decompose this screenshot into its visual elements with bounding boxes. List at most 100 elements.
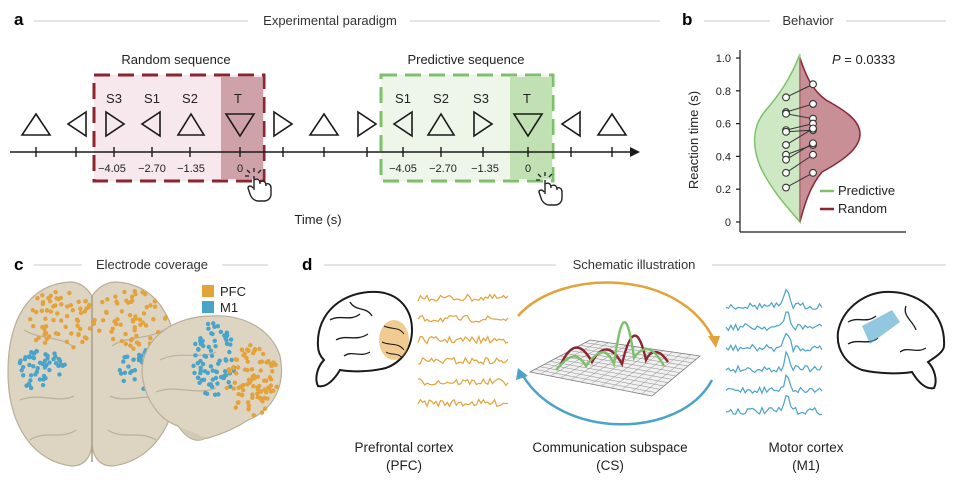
- electrode-m1: [217, 358, 222, 363]
- electrode-m1: [228, 342, 233, 347]
- point-random: [809, 139, 817, 148]
- pair-line: [785, 128, 814, 146]
- electrode-pfc: [59, 318, 64, 323]
- electrode-m1: [196, 347, 201, 352]
- electrode-m1: [31, 355, 37, 361]
- electrode-m1: [28, 373, 34, 378]
- electrode-m1: [208, 348, 214, 353]
- m1-activity-traces: [725, 288, 823, 416]
- electrode-m1: [117, 367, 122, 373]
- electrode-m1: [200, 361, 206, 367]
- electrode-m1: [224, 330, 230, 335]
- electrode-pfc: [148, 303, 153, 308]
- electrode-pfc: [231, 365, 236, 370]
- brain-m1-icon: [836, 290, 946, 390]
- stimulus-shapes: [20, 110, 628, 138]
- electrode-pfc: [262, 406, 268, 411]
- electrode-m1: [53, 354, 58, 359]
- electrode-pfc: [236, 385, 241, 390]
- stim-label: S3: [106, 91, 122, 106]
- electrode-pfc: [271, 388, 276, 393]
- electrode-m1: [227, 349, 232, 355]
- electrode-pfc: [226, 367, 232, 373]
- electrode-pfc: [134, 333, 139, 339]
- electrode-m1: [193, 341, 198, 347]
- electrode-pfc: [113, 294, 118, 299]
- electrode-m1: [43, 352, 48, 357]
- electrode-m1: [122, 370, 128, 376]
- electrode-pfc: [133, 291, 138, 297]
- caption-m1-line2: (M1): [792, 458, 820, 473]
- caption-m1-line1: Motor cortex: [768, 440, 843, 455]
- electrode-pfc: [130, 317, 136, 323]
- electrode-pfc: [56, 296, 61, 302]
- electrode-pfc: [78, 310, 84, 316]
- electrode-pfc: [100, 318, 106, 323]
- electrode-m1: [218, 329, 224, 335]
- electrode-pfc: [110, 336, 116, 342]
- time-tick-label: 0: [237, 163, 243, 175]
- electrode-pfc: [257, 346, 262, 352]
- electrode-m1: [201, 343, 206, 349]
- electrode-pfc: [231, 386, 236, 391]
- electrode-m1: [191, 363, 196, 369]
- triangle-left-icon: [392, 110, 413, 138]
- predictive-target-highlight: [510, 77, 552, 179]
- electrode-m1: [27, 382, 32, 387]
- electrode-pfc: [55, 311, 60, 316]
- electrode-pfc: [33, 309, 39, 315]
- panel-c-title: Electrode coverage: [96, 257, 208, 272]
- time-tick-label: 0: [525, 163, 531, 175]
- electrode-m1: [126, 364, 131, 369]
- electrode-pfc: [75, 318, 81, 324]
- electrode-pfc: [78, 326, 83, 332]
- electrode-m1: [18, 358, 23, 363]
- m1-trace: [725, 373, 823, 395]
- point-random: [809, 150, 817, 159]
- electrode-m1: [128, 370, 133, 375]
- brain-top-view: [7, 281, 179, 467]
- electrode-m1: [57, 372, 62, 377]
- electrode-pfc: [104, 310, 109, 316]
- electrode-m1: [203, 390, 208, 396]
- electrode-pfc: [65, 304, 70, 309]
- electrode-m1: [212, 338, 217, 343]
- electrode-pfc: [123, 341, 129, 347]
- electrode-pfc: [137, 317, 143, 322]
- electrode-pfc: [233, 405, 239, 410]
- triangle-up-icon: [596, 112, 628, 136]
- electrode-pfc: [48, 293, 53, 299]
- electrode-pfc: [78, 306, 83, 311]
- electrode-pfc: [51, 304, 56, 309]
- electrode-pfc: [250, 392, 255, 397]
- electrode-pfc: [152, 299, 158, 304]
- electrode-m1: [193, 353, 198, 358]
- electrode-pfc: [128, 338, 134, 343]
- m1-trace: [725, 350, 823, 374]
- electrode-pfc: [138, 322, 143, 327]
- electrode-pfc: [75, 323, 80, 328]
- electrode-pfc: [235, 365, 241, 370]
- electrode-m1: [222, 369, 228, 374]
- electrode-m1: [27, 354, 32, 359]
- pfc-to-m1-arrow: [517, 281, 716, 341]
- electrode-pfc: [141, 311, 147, 316]
- electrode-pfc: [266, 385, 271, 390]
- electrode-m1: [197, 380, 202, 385]
- legend-label-m1: M1: [220, 300, 238, 315]
- electrode-m1: [209, 353, 215, 359]
- time-axis-label: Time (s): [294, 212, 341, 227]
- pair-line: [785, 172, 814, 188]
- electrode-m1: [28, 385, 34, 391]
- triangle-left-icon: [66, 110, 87, 138]
- electrode-pfc: [68, 303, 74, 308]
- electrode-m1: [223, 336, 228, 341]
- electrode-pfc: [246, 403, 252, 408]
- triangle-right-icon: [105, 110, 126, 138]
- panel-d-letter: d: [302, 255, 312, 274]
- electrode-m1: [41, 373, 47, 379]
- electrode-pfc: [258, 368, 263, 373]
- electrode-pfc: [119, 338, 125, 344]
- electrode-pfc: [233, 371, 239, 376]
- y-tick-label: 0: [725, 217, 731, 229]
